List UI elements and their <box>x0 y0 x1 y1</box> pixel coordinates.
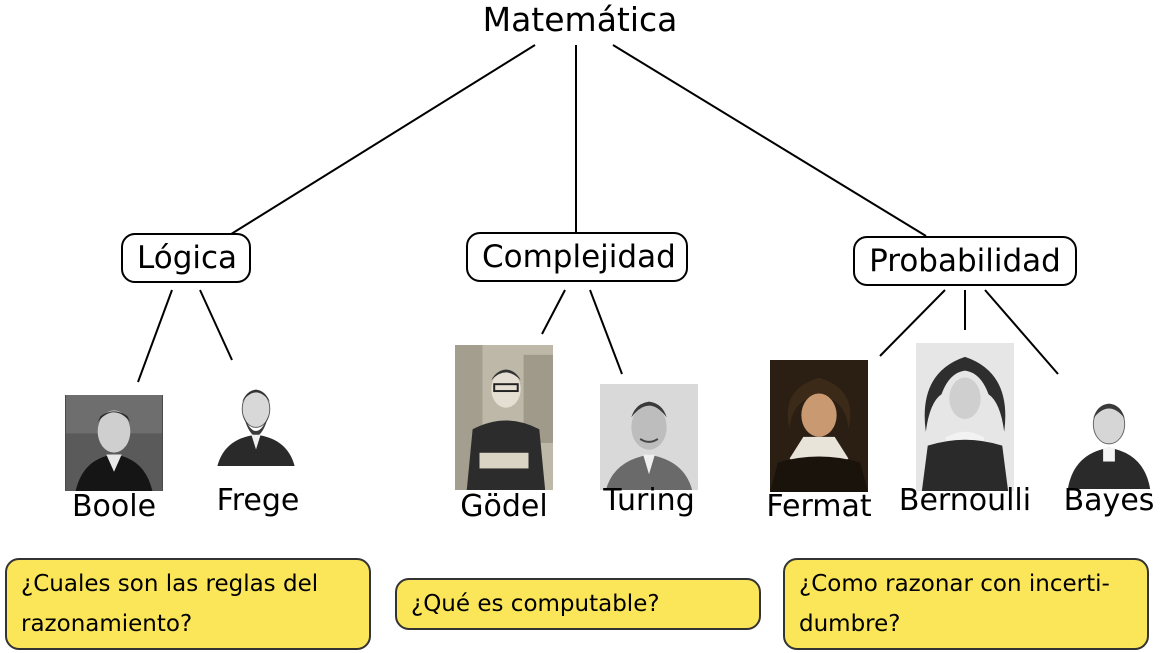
question-box-logica: ¿Cuales son las reglas del razonamiento? <box>5 558 371 650</box>
person-name-bernoulli: Bernoulli <box>898 483 1032 518</box>
edge-complejidad-godel <box>541 289 566 335</box>
portrait-photo-icon <box>455 345 553 490</box>
portrait-photo-icon <box>600 384 698 490</box>
portrait-engraving-icon <box>1067 403 1151 489</box>
question-box-probabilidad: ¿Como razonar con incerti- dumbre? <box>783 558 1149 650</box>
portrait-bernoulli <box>916 343 1014 491</box>
question-box-complejidad: ¿Qué es computable? <box>395 578 761 630</box>
topic-label: Lógica <box>137 240 238 276</box>
topic-label: Probabilidad <box>869 243 1061 279</box>
question-text-line: ¿Qué es computable? <box>411 591 660 617</box>
topic-node-complejidad: Complejidad <box>466 232 688 282</box>
edge-logica-boole <box>137 289 173 383</box>
question-text-line: ¿Cuales son las reglas del <box>21 571 319 597</box>
edge-logica-frege <box>199 289 233 361</box>
portrait-engraving-icon <box>916 343 1014 491</box>
edge-probabilidad-fermat <box>879 289 946 357</box>
portrait-bayes <box>1060 385 1158 489</box>
edge-complejidad-turing <box>589 289 623 375</box>
portrait-boole <box>65 395 163 491</box>
topic-node-probabilidad: Probabilidad <box>853 236 1077 286</box>
portrait-frege <box>210 372 302 468</box>
person-name-bayes: Bayes <box>1063 483 1155 518</box>
root-node-label: Matemática <box>482 0 678 39</box>
edge-root-logica <box>227 44 536 237</box>
portrait-painting-icon <box>770 360 868 492</box>
portrait-fermat <box>770 360 868 492</box>
question-text-line: dumbre? <box>799 611 901 637</box>
person-name-fermat: Fermat <box>766 489 872 524</box>
person-name-turing: Turing <box>603 483 695 518</box>
person-name-godel: Gödel <box>460 489 548 524</box>
portrait-photo-icon <box>66 395 162 491</box>
topic-node-logica: Lógica <box>121 233 251 283</box>
question-text-line: ¿Como razonar con incerti- <box>799 571 1110 597</box>
portrait-godel <box>455 345 553 490</box>
person-name-frege: Frege <box>216 483 300 518</box>
edge-probabilidad-bayes <box>984 289 1059 375</box>
question-text-line: razonamiento? <box>21 611 193 637</box>
edge-root-probabilidad <box>612 44 927 237</box>
person-name-boole: Boole <box>71 489 157 524</box>
topic-label: Complejidad <box>482 239 676 275</box>
portrait-turing <box>600 384 698 490</box>
portrait-engraving-icon <box>217 389 295 466</box>
